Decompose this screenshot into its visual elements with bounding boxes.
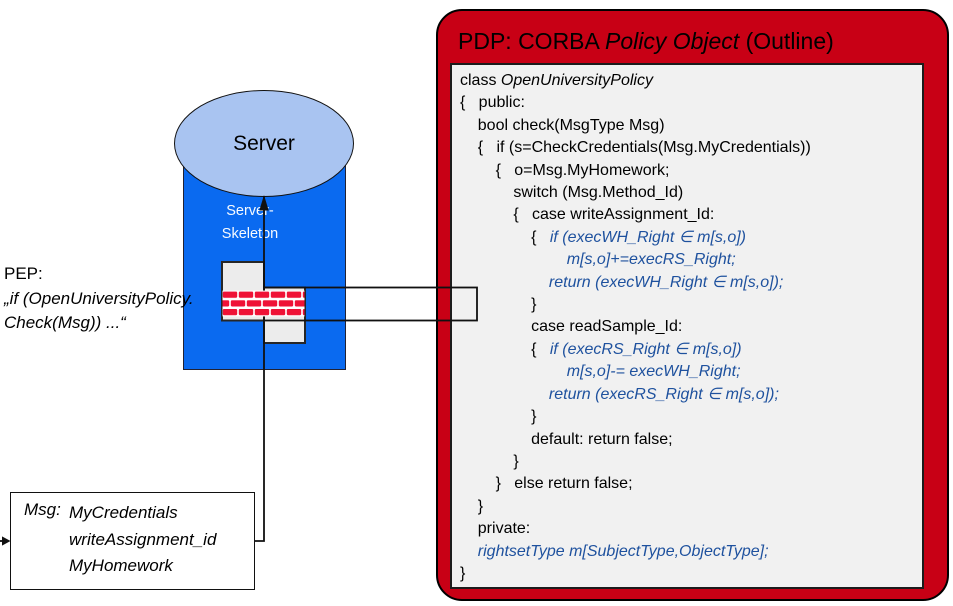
code-line: } (460, 563, 922, 585)
text-segment: switch (Msg.Method_Id) (460, 184, 684, 202)
text-segment: { o=Msg.MyHomework; (460, 161, 670, 179)
text-segment: m[s,o]+=execRS_Right; (566, 251, 736, 269)
code-line: private: (460, 518, 922, 540)
text-segment: if (execWH_Right ∈ m[s,o]) (549, 228, 747, 246)
pdp-code: class OpenUniversityPolicy { public: bool… (450, 63, 924, 589)
code-line: { o=Msg.MyHomework; (460, 160, 922, 182)
code-line: return (execRS_Right ∈ m[s,o]); (460, 384, 922, 406)
code-line: { case writeAssignment_Id: (460, 204, 922, 226)
text-segment: { (460, 340, 550, 358)
server-label: Server (233, 131, 295, 155)
code-line: } (460, 496, 922, 518)
text-segment: { public: (460, 94, 525, 112)
code-line: { public: (460, 92, 922, 114)
text-segment: OpenUniversityPolicy (500, 72, 653, 89)
text-segment (460, 543, 478, 560)
text-segment: } (460, 497, 484, 515)
text-segment: return (execWH_Right ∈ m[s,o]); (548, 273, 784, 291)
text-segment: if (execRS_Right ∈ m[s,o]) (549, 340, 742, 358)
text-segment: PDP: CORBA (458, 28, 605, 54)
text-segment: } (460, 452, 519, 470)
text-segment: { (460, 228, 550, 246)
code-line: } (460, 294, 922, 316)
text-segment: } (460, 408, 537, 426)
text-segment: } else return false; (460, 475, 633, 493)
code-line: case readSample_Id: (460, 316, 922, 338)
skeleton-line: Skeleton (221, 226, 279, 242)
code-line: } (460, 406, 922, 428)
pep-title: PEP: (4, 264, 43, 283)
text-segment: Policy Object (604, 28, 740, 54)
code-line: } else return false; (460, 473, 922, 495)
text-segment: bool check(MsgType Msg) (460, 116, 665, 134)
pdp-box: PDP: CORBA Policy Object (Outline) class… (436, 9, 949, 601)
text-segment (460, 363, 567, 380)
text-segment: { case writeAssignment_Id: (460, 206, 715, 224)
msg-item: MyHomework (69, 556, 173, 575)
server-ellipse: Server (174, 90, 354, 197)
pep-quote: „if (OpenUniversityPolicy. Check(Msg)) ..… (4, 287, 194, 336)
pep-annotation: PEP: „if (OpenUniversityPolicy. Check(Msg… (4, 262, 194, 336)
text-segment: } (460, 296, 537, 314)
code-line: bool check(MsgType Msg) (460, 115, 922, 137)
code-line: { if (s=CheckCredentials(Msg.MyCredentia… (460, 137, 922, 159)
server-skeleton-label: Server- Skeleton (183, 200, 317, 246)
code-line: m[s,o]-= execWH_Right; (460, 361, 922, 383)
code-line: switch (Msg.Method_Id) (460, 182, 922, 204)
code-line: return (execWH_Right ∈ m[s,o]); (460, 272, 922, 294)
pep-quote-line: „if (OpenUniversityPolicy. (4, 288, 194, 308)
text-segment: m[s,o]-= execWH_Right; (566, 363, 741, 381)
text-segment: private: (460, 520, 531, 538)
text-segment: (Outline) (739, 28, 834, 54)
text-segment (460, 274, 549, 291)
code-line: default: return false; (460, 429, 922, 451)
msg-item: MyCredentials (69, 503, 178, 522)
text-segment: rightsetType m[SubjectType,ObjectType]; (477, 542, 769, 560)
text-segment: } (460, 564, 466, 582)
code-line: { if (execWH_Right ∈ m[s,o]) (460, 227, 922, 249)
code-line: m[s,o]+=execRS_Right; (460, 249, 922, 271)
pdp-title: PDP: CORBA Policy Object (Outline) (458, 28, 834, 55)
msg-label: Msg: (24, 500, 61, 519)
code-line: { if (execRS_Right ∈ m[s,o]) (460, 339, 922, 361)
code-line: rightsetType m[SubjectType,ObjectType]; (460, 541, 922, 563)
code-line: class OpenUniversityPolicy (460, 70, 922, 92)
text-segment: case readSample_Id: (460, 318, 683, 336)
text-segment: class (460, 72, 501, 89)
code-line: } (460, 451, 922, 473)
text-segment (460, 386, 549, 403)
text-segment: { if (s=CheckCredentials(Msg.MyCredentia… (460, 139, 811, 157)
pep-quote-line: Check(Msg)) ...“ (4, 313, 126, 332)
text-segment: default: return false; (460, 430, 673, 448)
skeleton-line: Server- (226, 203, 274, 219)
text-segment: return (execRS_Right ∈ m[s,o]); (548, 385, 779, 403)
text-segment (460, 251, 567, 268)
msg-item: writeAssignment_id (69, 529, 217, 549)
